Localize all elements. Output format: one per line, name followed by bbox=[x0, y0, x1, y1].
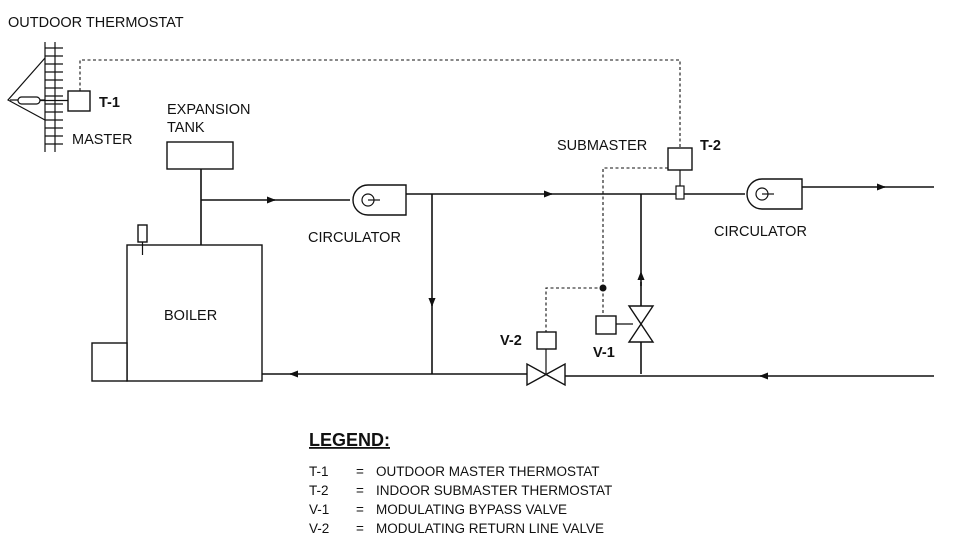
expansion-tank-label-line2: TANK bbox=[167, 120, 205, 136]
t1-label: T-1 bbox=[99, 95, 120, 111]
return-valve-v2-icon bbox=[526, 362, 566, 387]
boiler-aquastat-icon bbox=[137, 224, 148, 255]
legend-desc: MODULATING RETURN LINE VALVE bbox=[376, 521, 604, 536]
master-thermostat-t1 bbox=[67, 90, 91, 112]
submaster-label: SUBMASTER bbox=[557, 138, 647, 154]
submaster-thermostat-t2 bbox=[667, 147, 693, 171]
expansion-tank-label-line1: EXPANSION bbox=[167, 102, 251, 118]
supply-sensor-well-icon bbox=[675, 170, 685, 200]
outdoor-sensor-bulb-icon bbox=[17, 96, 68, 105]
boiler-label: BOILER bbox=[164, 308, 217, 324]
v2-label: V-2 bbox=[500, 333, 522, 349]
burner-box bbox=[91, 342, 128, 382]
legend-equals: = bbox=[356, 521, 364, 536]
bypass-valve-v1-icon bbox=[627, 305, 655, 343]
circulator-pump-left-icon bbox=[352, 184, 407, 216]
circulator-right-label: CIRCULATOR bbox=[714, 224, 807, 240]
legend-desc: INDOOR SUBMASTER THERMOSTAT bbox=[376, 483, 612, 498]
boiler bbox=[126, 244, 263, 382]
v2-actuator bbox=[536, 331, 557, 350]
t2-label: T-2 bbox=[700, 138, 721, 154]
exterior-wall bbox=[44, 42, 63, 152]
sun-shield-icon bbox=[7, 57, 46, 121]
master-label: MASTER bbox=[72, 132, 132, 148]
legend-desc: OUTDOOR MASTER THERMOSTAT bbox=[376, 464, 600, 479]
legend-code: V-1 bbox=[309, 502, 329, 517]
outdoor-thermostat-label: OUTDOOR THERMOSTAT bbox=[8, 15, 184, 31]
legend-equals: = bbox=[356, 483, 364, 498]
control-signal-t2 bbox=[602, 167, 668, 288]
control-signal-v2 bbox=[545, 287, 603, 332]
expansion-tank bbox=[166, 141, 234, 170]
legend-equals: = bbox=[356, 502, 364, 517]
circulator-left-label: CIRCULATOR bbox=[308, 230, 401, 246]
legend-title: LEGEND: bbox=[309, 430, 390, 450]
control-signal-t1-t2 bbox=[79, 59, 681, 148]
circulator-pump-right-icon bbox=[746, 178, 803, 210]
signal-junction-dot bbox=[599, 284, 607, 292]
legend-code: T-2 bbox=[309, 483, 329, 498]
v1-actuator bbox=[595, 315, 617, 335]
legend-code: T-1 bbox=[309, 464, 329, 479]
legend-code: V-2 bbox=[309, 521, 329, 536]
v1-label: V-1 bbox=[593, 345, 615, 361]
legend-desc: MODULATING BYPASS VALVE bbox=[376, 502, 567, 517]
legend-equals: = bbox=[356, 464, 364, 479]
